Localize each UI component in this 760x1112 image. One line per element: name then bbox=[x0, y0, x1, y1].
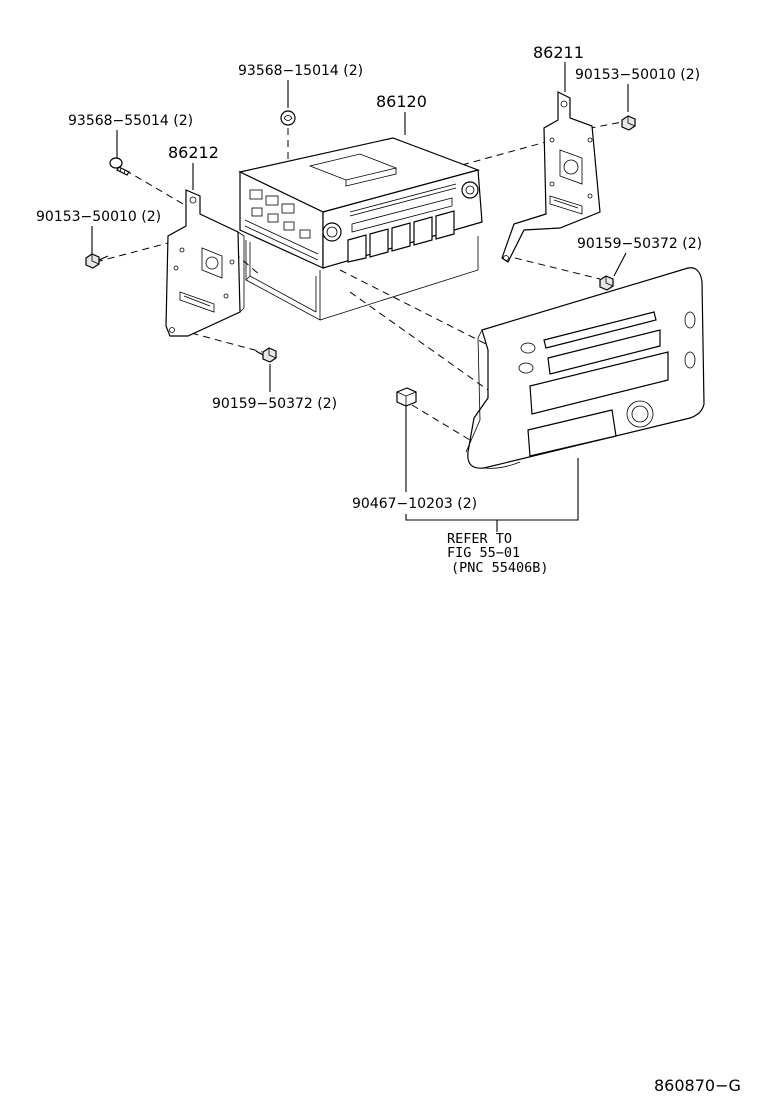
bolt-right-bottom-icon bbox=[599, 275, 614, 291]
center-bezel bbox=[465, 267, 705, 469]
callout-bolt-left-top: 90153−50010 (2) bbox=[36, 209, 161, 225]
bracket-right bbox=[501, 91, 601, 263]
callout-clip: 90467−10203 (2) bbox=[352, 496, 477, 512]
figure-code: 860870−G bbox=[654, 1076, 741, 1095]
callout-bracket-86212: 86212 bbox=[168, 143, 219, 162]
bolt-right-top-icon bbox=[621, 115, 636, 131]
refer-line-1: REFER TO bbox=[447, 531, 512, 547]
mounting-box bbox=[245, 236, 479, 321]
leader-lines bbox=[91, 62, 629, 532]
callout-bolt-right-bottom: 90159−50372 (2) bbox=[577, 236, 702, 252]
clip-icon bbox=[396, 387, 417, 407]
callout-bolt-left-bottom: 90159−50372 (2) bbox=[212, 396, 337, 412]
refer-line-2: FIG 55−01 bbox=[447, 545, 520, 561]
bracket-left bbox=[165, 189, 245, 337]
rear-connectors bbox=[244, 189, 319, 261]
refer-line-3: (PNC 55406B) bbox=[451, 560, 549, 576]
bolt-left-bottom-icon bbox=[255, 347, 277, 363]
callout-bolt-right-top: 90153−50010 (2) bbox=[575, 67, 700, 83]
front-panel bbox=[322, 181, 479, 263]
screw-top-icon bbox=[280, 110, 296, 126]
callout-screw-top: 93568−15014 (2) bbox=[238, 63, 363, 79]
bolt-left-top-icon bbox=[85, 253, 109, 269]
audio-head-unit bbox=[238, 137, 483, 269]
callout-bracket-86211: 86211 bbox=[533, 43, 584, 62]
screw-left-icon bbox=[109, 157, 130, 176]
callout-unit-86120: 86120 bbox=[376, 92, 427, 111]
callout-screw-left: 93568−55014 (2) bbox=[68, 113, 193, 129]
